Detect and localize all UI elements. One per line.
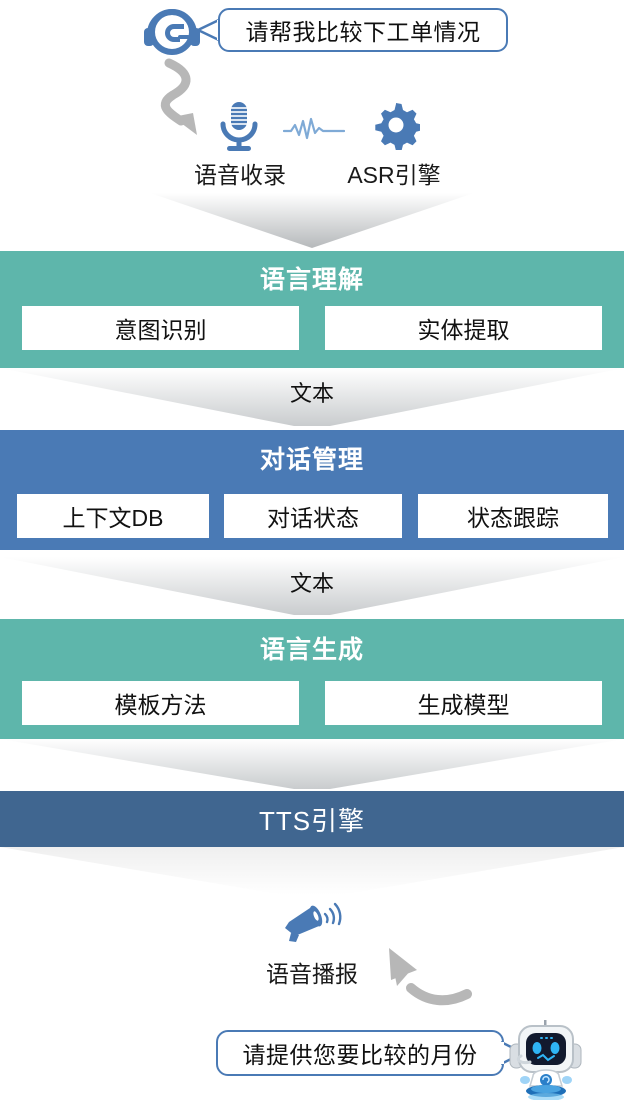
stage-tts-engine: TTS引擎: [0, 791, 624, 847]
stage-tts-title: TTS引擎: [258, 805, 366, 836]
curved-arrow-down-icon: [155, 55, 237, 141]
chip-context-db[interactable]: 上下文DB: [17, 494, 209, 538]
voice-broadcast-label: 语音播报: [266, 961, 358, 987]
curved-arrow-up-left-icon: [355, 940, 473, 1022]
stage-nlu-title: 语言理解: [259, 266, 364, 294]
chip-template-method[interactable]: 模板方法: [22, 681, 299, 725]
flow-connector-5: [0, 847, 624, 897]
flow-connector-1: [0, 193, 624, 251]
bot-response-text: 请提供您要比较的月份: [242, 1042, 478, 1068]
flow-connector-4: [0, 739, 624, 791]
stage-nlg-title: 语言生成: [259, 636, 364, 664]
chip-intent-recognition[interactable]: 意图识别: [22, 306, 299, 350]
bot-response-bubble[interactable]: 请提供您要比较的月份: [216, 1030, 504, 1076]
chip-state-tracking[interactable]: 状态跟踪: [418, 494, 608, 538]
audio-waveform-icon: [282, 117, 346, 143]
robot-mascot-icon: [508, 1018, 584, 1101]
headset-icon: [142, 4, 204, 60]
chip-generative-model[interactable]: 生成模型: [325, 681, 602, 725]
chip-entity-extraction[interactable]: 实体提取: [325, 306, 602, 350]
gear-icon: [372, 100, 423, 151]
asr-engine-label: ASR引擎: [347, 162, 441, 188]
chip-dialog-state[interactable]: 对话状态: [224, 494, 402, 538]
stage-dm-title: 对话管理: [259, 446, 364, 474]
microphone-icon: [216, 100, 262, 152]
user-utterance-bubble[interactable]: 请帮我比较下工单情况: [218, 8, 508, 52]
voice-capture-label: 语音收录: [194, 162, 286, 188]
flow-connector-3: [0, 557, 624, 619]
flow-connector-2: [0, 368, 624, 430]
megaphone-icon: [283, 900, 343, 948]
user-utterance-text: 请帮我比较下工单情况: [245, 19, 481, 45]
